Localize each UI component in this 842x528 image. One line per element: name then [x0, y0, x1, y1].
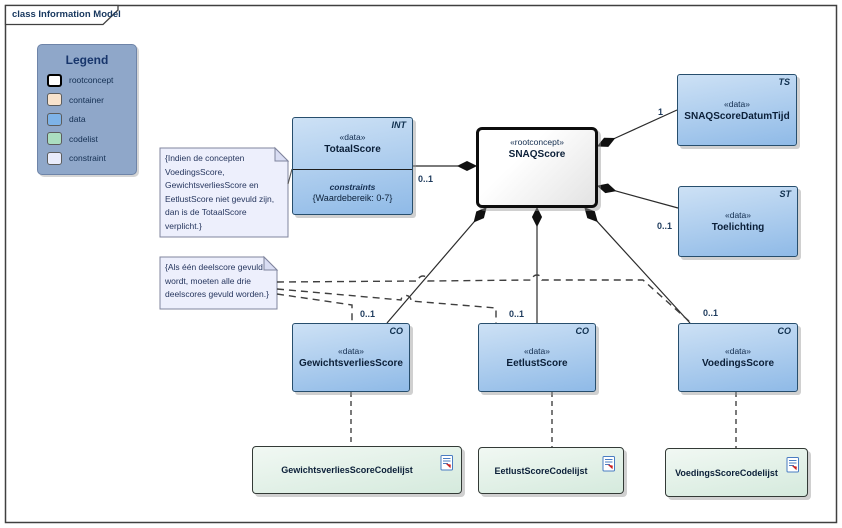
- name-compartment: «data» TotaalScore: [293, 118, 412, 169]
- legend-label: constraint: [69, 153, 106, 163]
- codelist-name: GewichtsverliesScoreCodelijst: [281, 465, 413, 475]
- name-compartment: «data» Toelichting: [679, 187, 797, 256]
- legend-label: rootconcept: [69, 75, 114, 85]
- stereotype-label: «data»: [338, 346, 364, 356]
- document-icon: [602, 456, 615, 472]
- note-totaalscore-constraint: {Indien de concepten VoedingsScore, Gewi…: [165, 153, 275, 231]
- constraints-compartment: constraints {Waardebereik: 0-7}: [293, 169, 412, 215]
- datatype-label: CO: [777, 326, 792, 336]
- composition-snaqscoredatumtijd[interactable]: [596, 109, 678, 147]
- composition-gewichtsverliesscore[interactable]: [386, 207, 487, 324]
- notelink-eetlustscore: [276, 288, 497, 323]
- legend-item-constraint: constraint: [47, 151, 136, 165]
- diagram-title: class Information Model: [12, 9, 121, 20]
- datatype-label: CO: [389, 326, 404, 336]
- notelink-totaalscore: [287, 168, 293, 185]
- stereotype-label: «data»: [725, 346, 751, 356]
- legend-item-codelist: codelist: [47, 132, 136, 146]
- composition-eetlustscore[interactable]: [531, 206, 543, 323]
- name-compartment: «data» SNAQScoreDatumTijd: [678, 75, 796, 145]
- codelist-box-gewichtsverliesscorecodelijst[interactable]: GewichtsverliesScoreCodelijst: [252, 446, 462, 494]
- legend[interactable]: Legend rootconcept container data codeli…: [37, 44, 137, 175]
- datatype-label: ST: [779, 189, 791, 199]
- diagram-frame: [4, 4, 838, 524]
- note-deelscores-constraint: {Als één deelscore gevuld wordt, moeten …: [165, 262, 269, 299]
- class-box-gewichtsverliesscore[interactable]: CO «data» GewichtsverliesScore: [292, 323, 410, 392]
- legend-item-data: data: [47, 112, 136, 126]
- legend-item-rootconcept: rootconcept: [47, 73, 136, 87]
- multiplicity-totaalscore: 0..1: [418, 174, 433, 184]
- class-name: EetlustScore: [506, 358, 568, 369]
- datatype-label: INT: [391, 120, 407, 130]
- multiplicity-gewichtsverliesscore: 0..1: [360, 309, 375, 319]
- name-compartment: «rootconcept» SNAQScore: [479, 130, 595, 212]
- composition-totaalscore[interactable]: [413, 160, 478, 172]
- class-box-totaalscore[interactable]: INT «data» TotaalScore constraints {Waar…: [292, 117, 413, 215]
- codelist-name: EetlustScoreCodelijst: [494, 465, 588, 476]
- datatype-label: TS: [778, 77, 790, 87]
- datatype-label: CO: [575, 326, 590, 336]
- composition-toelichting[interactable]: [596, 183, 679, 209]
- stereotype-label: «data»: [724, 98, 750, 109]
- class-name: Toelichting: [711, 222, 765, 233]
- document-icon: [440, 455, 453, 471]
- document-icon: [786, 457, 799, 473]
- multiplicity-snaqscoredatumtijd: 1: [658, 107, 663, 117]
- class-name: SNAQScoreDatumTijd: [684, 110, 790, 122]
- legend-label: codelist: [69, 133, 98, 144]
- class-name: SNAQScore: [508, 149, 566, 160]
- rootconcept-swatch: [47, 73, 62, 87]
- data-swatch: [47, 112, 62, 126]
- class-box-eetlustscore[interactable]: CO «data» EetlustScore: [478, 323, 596, 392]
- stereotype-label: «rootconcept»: [510, 137, 564, 147]
- stereotype-label: «data»: [524, 346, 550, 356]
- name-compartment: «data» GewichtsverliesScore: [293, 324, 409, 391]
- constraint-value: {Waardebereik: 0-7}: [312, 193, 393, 203]
- class-name: TotaalScore: [324, 144, 381, 155]
- name-compartment: «data» EetlustScore: [479, 324, 595, 391]
- container-swatch: [47, 93, 62, 106]
- notelink-voedingsscore: [276, 274, 691, 323]
- constraints-heading: constraints: [329, 182, 376, 192]
- legend-label: container: [69, 94, 104, 105]
- codelist-swatch: [47, 132, 62, 145]
- multiplicity-toelichting: 0..1: [657, 221, 672, 231]
- codelist-name: VoedingsScoreCodelijst: [675, 467, 778, 478]
- codelist-box-eetlustscorecodelijst[interactable]: EetlustScoreCodelijst: [478, 447, 624, 494]
- note-shape-totaalscore[interactable]: [159, 146, 290, 238]
- legend-label: data: [69, 114, 86, 124]
- multiplicity-eetlustscore: 0..1: [509, 309, 524, 319]
- constraint-swatch: [47, 151, 62, 165]
- class-box-snaqscoredatumtijd[interactable]: TS «data» SNAQScoreDatumTijd: [677, 74, 797, 146]
- multiplicity-voedingsscore: 0..1: [703, 308, 718, 318]
- legend-title: Legend: [65, 53, 109, 67]
- name-compartment: «data» VoedingsScore: [679, 324, 797, 391]
- notelink-gewichtsverliesscore: [276, 293, 353, 323]
- composition-voedingsscore[interactable]: [584, 207, 691, 324]
- class-box-snaqscore[interactable]: «rootconcept» SNAQScore: [476, 127, 598, 208]
- stereotype-label: «data»: [725, 210, 751, 220]
- stereotype-label: «data»: [339, 132, 366, 142]
- class-name: GewichtsverliesScore: [299, 358, 403, 369]
- legend-item-container: container: [47, 93, 136, 107]
- codelist-box-voedingsscorecodelijst[interactable]: VoedingsScoreCodelijst: [665, 448, 808, 497]
- class-name: VoedingsScore: [701, 358, 775, 369]
- diagram-title-tab: [4, 4, 119, 26]
- class-box-toelichting[interactable]: ST «data» Toelichting: [678, 186, 798, 257]
- class-box-voedingsscore[interactable]: CO «data» VoedingsScore: [678, 323, 798, 392]
